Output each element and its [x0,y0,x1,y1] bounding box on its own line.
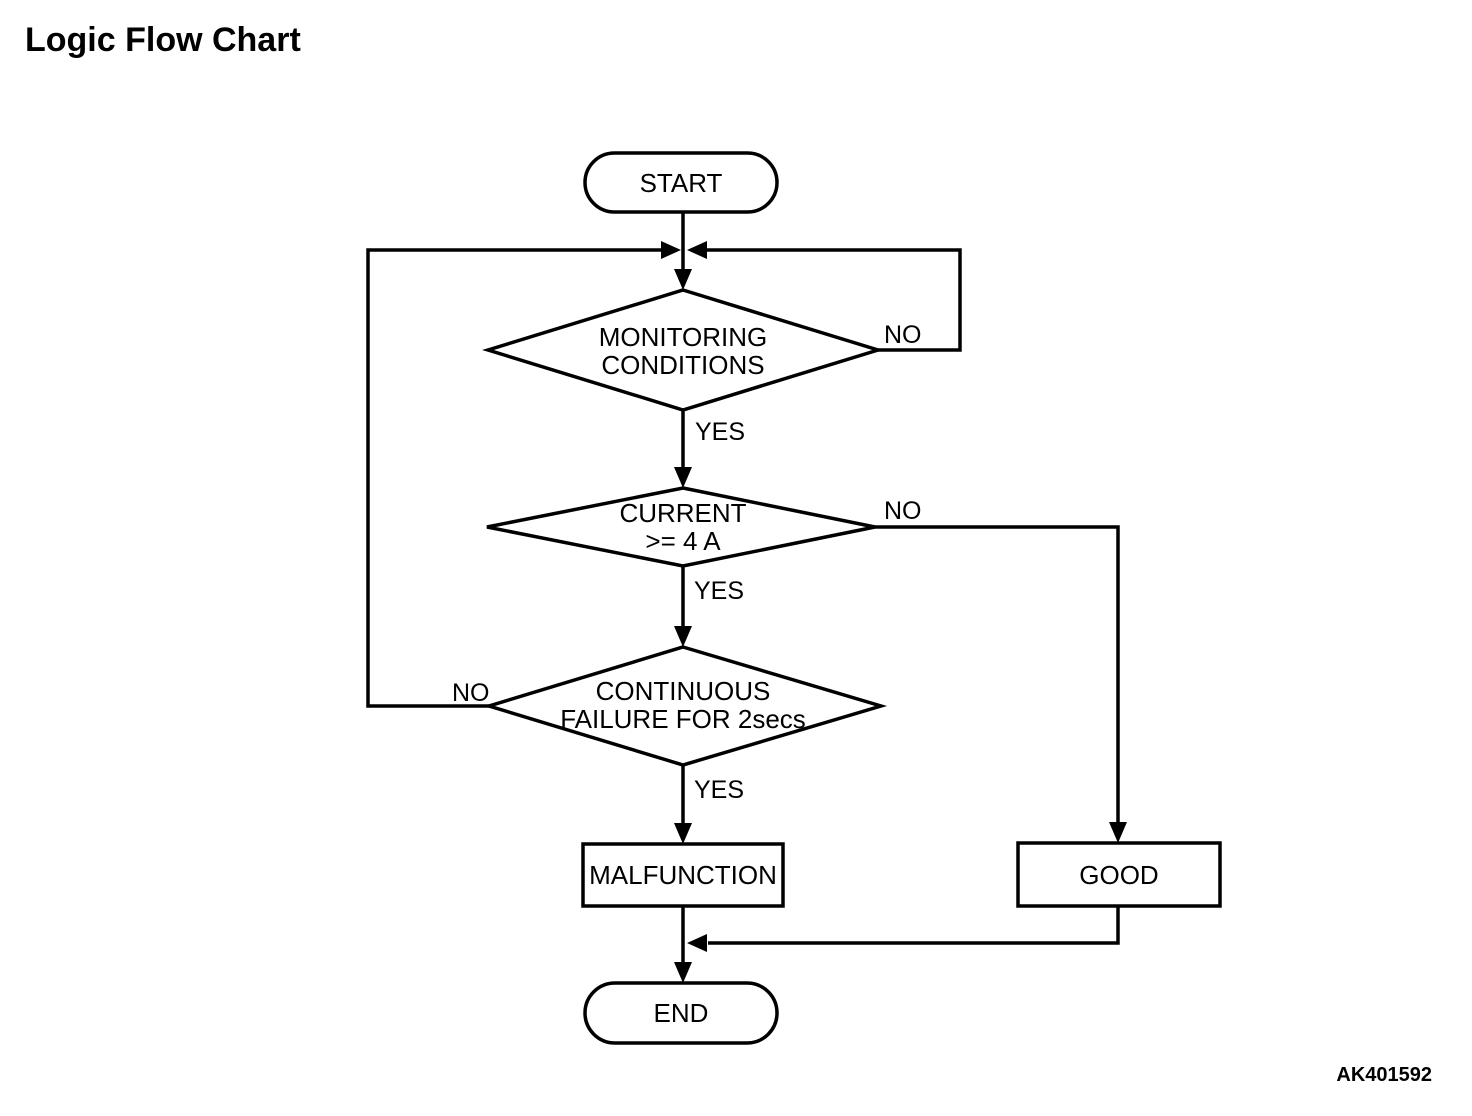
arrowhead-into-good [1109,822,1127,843]
monitoring-decision-label-line2: CONDITIONS [601,350,764,380]
arrowhead-into-monitoring [674,269,692,290]
current-decision-shape [486,486,876,568]
continuous-no-label: NO [452,679,490,707]
end-node-shape [583,981,779,1045]
current-decision-label-line1: CURRENT [619,498,746,528]
monitoring-yes-label: YES [695,418,745,446]
loop-connector-continuous-no [366,248,662,708]
start-node-label: START [640,168,723,198]
end-node-label: END [654,998,709,1028]
monitoring-decision-shape [482,288,884,412]
loop-connector-monitoring-no [706,248,962,352]
current-decision-label-line2: >= 4 A [645,526,721,556]
arrowhead-into-malfunction [674,823,692,844]
connector-current-no-to-good [875,525,1120,824]
arrowhead-into-merge [687,934,707,952]
monitoring-decision-label-line1: MONITORING [599,322,768,352]
arrowhead-into-end [674,962,692,983]
continuous-yes-label: YES [694,776,744,804]
connector-good-to-merge [708,906,1120,945]
figure-code: AK401592 [1336,1064,1432,1086]
continuous-decision-shape [482,645,888,767]
malfunction-node-label: MALFUNCTION [589,860,777,890]
malfunction-node-shape [581,842,785,908]
continuous-decision-label-line2: FAILURE FOR 2secs [560,704,806,734]
current-yes-label: YES [694,577,744,605]
start-node-shape [583,151,779,214]
arrowhead-into-continuous [674,626,692,647]
current-no-label: NO [884,497,922,525]
good-node-shape [1016,841,1222,908]
arrowhead-right-loop-into-junction [687,241,707,259]
arrowhead-into-current [674,467,692,488]
continuous-decision-label-line1: CONTINUOUS [596,676,771,706]
good-node-label: GOOD [1079,860,1158,890]
page-title: Logic Flow Chart [25,21,301,59]
arrowhead-left-loop-into-junction [661,241,681,259]
monitoring-no-label: NO [884,321,922,349]
